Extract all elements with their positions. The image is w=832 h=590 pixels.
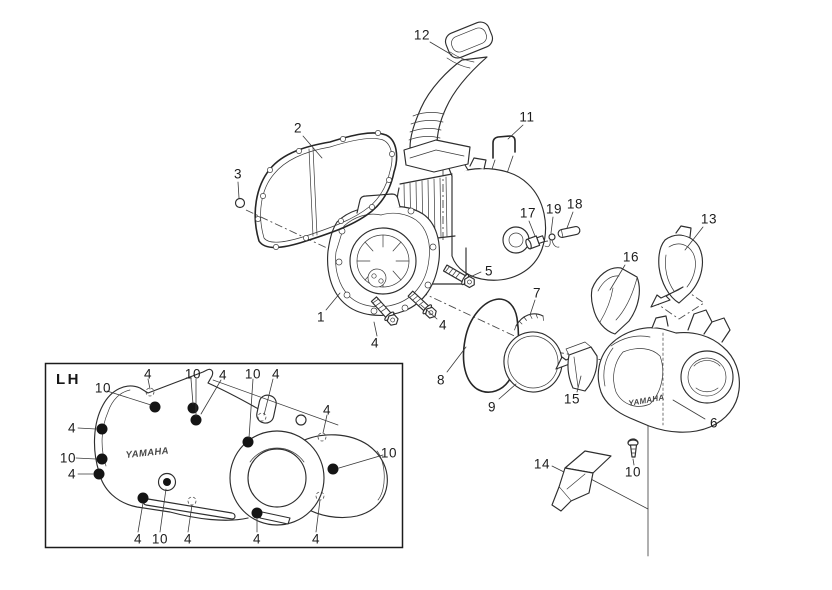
part-4-bolt-b	[407, 290, 437, 319]
airflow-arrow-upper	[650, 286, 684, 308]
part-15-bracket	[565, 341, 598, 392]
inset-lh-view: YAMAHA	[44, 362, 404, 549]
part-2-gasket	[254, 130, 398, 250]
part-11-u-pin	[492, 135, 516, 159]
part-19-clip-pin	[544, 233, 560, 248]
part-16-protector	[590, 267, 640, 335]
part-7-spring-clip	[514, 313, 544, 331]
view-label-lh: LH	[56, 371, 81, 388]
leader-lines	[237, 41, 706, 473]
part-14-bracket	[551, 450, 612, 512]
part-9-round-cover	[503, 331, 563, 393]
part-18-collar	[557, 225, 581, 239]
part-6-rh-cover: YAMAHA	[597, 309, 740, 433]
part-5-bolt	[442, 264, 475, 289]
part-4-bolt-a	[370, 296, 399, 326]
yamaha-logo-inset: YAMAHA	[125, 446, 169, 461]
part-10-screw	[627, 438, 639, 458]
part-13-protector	[658, 225, 703, 304]
part-3-grommet	[234, 197, 246, 209]
part-12-air-duct	[403, 21, 494, 173]
part-8-gasket	[462, 298, 520, 393]
part-17-fitting	[525, 235, 546, 250]
